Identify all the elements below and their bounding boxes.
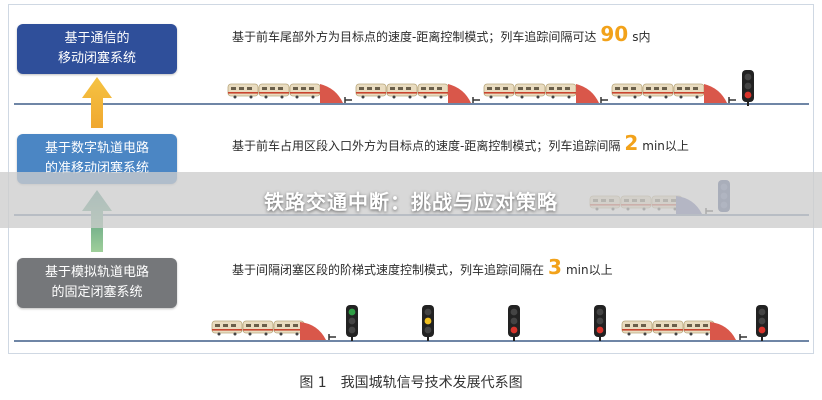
train-icon bbox=[612, 84, 704, 99]
interval-unit: min以上 bbox=[565, 263, 613, 277]
track-line-fixed-block bbox=[14, 340, 809, 342]
banner-title: 铁路交通中断：挑战与应对策略 bbox=[264, 189, 558, 214]
level-box-moving-block: 基于通信的 移动闭塞系统 bbox=[17, 24, 177, 74]
desc-text: 基于间隔闭塞区段的阶梯式速度控制模式，列车追踪间隔在 bbox=[232, 263, 545, 277]
speed-curve bbox=[300, 322, 326, 340]
train-icon bbox=[484, 84, 576, 99]
interval-unit: min以上 bbox=[642, 139, 689, 153]
speed-curve bbox=[320, 84, 343, 103]
train-icon bbox=[622, 321, 714, 336]
level-box-label: 基于通信的 移动闭塞系统 bbox=[57, 31, 136, 66]
level-desc-quasi-moving-block: 基于前车占用区段入口外方为目标点的速度-距离控制模式；列车追踪间隔 2 min以… bbox=[232, 131, 689, 155]
speed-curve bbox=[448, 84, 471, 103]
traffic-signal-green-icon bbox=[346, 305, 358, 341]
stop-marker-icon bbox=[472, 97, 480, 103]
interval-value: 3 bbox=[548, 255, 562, 279]
train-icon bbox=[356, 84, 448, 99]
track-line-moving-block bbox=[14, 103, 809, 105]
level-box-label: 基于模拟轨道电路 的固定闭塞系统 bbox=[44, 265, 149, 300]
desc-text: 基于前车占用区段入口外方为目标点的速度-距离控制模式；列车追踪间隔 bbox=[232, 139, 621, 153]
train-icon bbox=[212, 321, 304, 336]
speed-curve bbox=[576, 84, 599, 103]
stop-marker-icon bbox=[344, 97, 352, 103]
stop-marker-icon bbox=[600, 97, 608, 103]
traffic-signal-red-icon bbox=[594, 305, 606, 341]
figure-caption: 图 1 我国城轨信号技术发展代系图 bbox=[299, 375, 523, 391]
speed-curve bbox=[710, 322, 736, 340]
level-box-fixed-block: 基于模拟轨道电路 的固定闭塞系统 bbox=[17, 258, 177, 308]
title-banner: 铁路交通中断：挑战与应对策略 bbox=[0, 172, 822, 228]
traffic-signal-red-icon bbox=[756, 305, 768, 341]
level-desc-fixed-block: 基于间隔闭塞区段的阶梯式速度控制模式，列车追踪间隔在 3 min以上 bbox=[232, 255, 613, 279]
level-desc-moving-block: 基于前车尾部外方为目标点的速度-距离控制模式；列车追踪间隔可达 90 s内 bbox=[232, 22, 650, 46]
arrow-up-icon bbox=[82, 77, 112, 128]
traffic-signal-red-icon bbox=[742, 70, 754, 106]
stop-marker-icon bbox=[728, 97, 736, 103]
traffic-signal-red-icon bbox=[508, 305, 520, 341]
stop-marker-icon bbox=[739, 334, 747, 340]
stop-marker-icon bbox=[328, 334, 336, 340]
speed-curve bbox=[704, 84, 727, 103]
train-icon bbox=[228, 84, 320, 99]
interval-value: 90 bbox=[600, 22, 629, 46]
interval-unit: s内 bbox=[632, 30, 651, 44]
traffic-signal-yellow-icon bbox=[422, 305, 434, 341]
desc-text: 基于前车尾部外方为目标点的速度-距离控制模式；列车追踪间隔可达 bbox=[232, 30, 597, 44]
interval-value: 2 bbox=[624, 131, 639, 155]
